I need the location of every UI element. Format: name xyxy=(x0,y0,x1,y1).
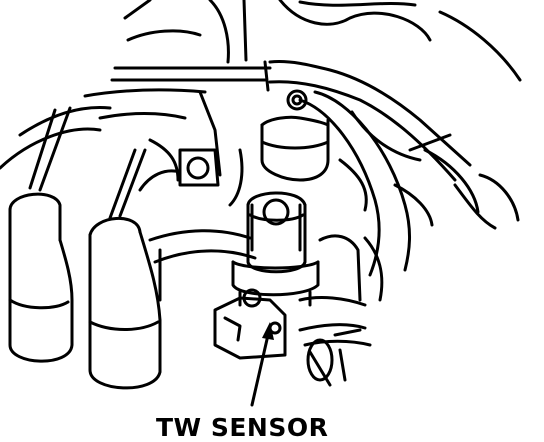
spark-plug-boots xyxy=(8,106,162,390)
engine-block-outline xyxy=(0,0,522,302)
sensor-bracket xyxy=(213,288,287,360)
callout-leader xyxy=(250,333,270,407)
coolant-hose xyxy=(298,90,480,307)
hose-clip xyxy=(298,323,372,387)
upper-connector xyxy=(178,89,330,187)
callout-arrowhead xyxy=(262,322,274,340)
tw-sensor xyxy=(231,191,320,307)
tw-sensor-label: TW SENSOR xyxy=(156,413,328,442)
